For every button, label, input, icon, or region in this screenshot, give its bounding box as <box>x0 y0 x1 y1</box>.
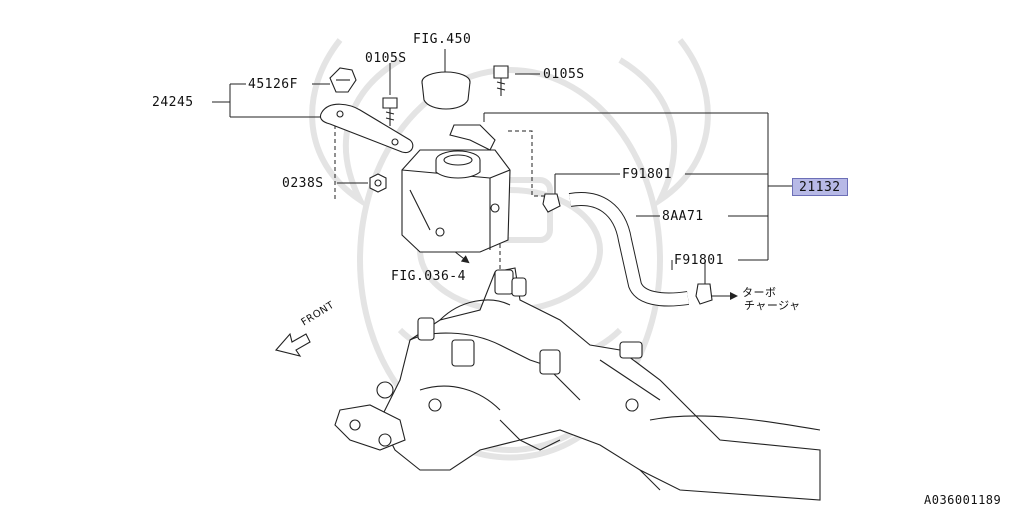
leader-lines <box>212 49 792 300</box>
doc-id: A036001189 <box>924 493 1002 507</box>
front-arrow-icon <box>274 332 311 357</box>
nut-part <box>369 173 387 193</box>
hose-clamp-bottom <box>695 283 713 305</box>
intake-manifold <box>334 267 821 501</box>
label-8aa71[interactable]: 8AA71 <box>662 209 704 224</box>
label-21132-highlighted[interactable]: 21132 <box>792 178 848 196</box>
parts-drawing <box>274 65 821 501</box>
label-fig-036-4[interactable]: FIG.036-4 <box>391 269 466 284</box>
label-f91801-bottom[interactable]: F91801 <box>674 253 724 268</box>
filler-cap <box>421 71 471 110</box>
label-0105s-left[interactable]: 0105S <box>365 51 407 66</box>
hose-clamp-top <box>542 193 561 213</box>
reservoir-tank <box>401 124 511 253</box>
label-0105s-right[interactable]: 0105S <box>543 67 585 82</box>
clip-part <box>329 67 357 93</box>
bolt-right <box>493 65 509 96</box>
bolt-left <box>382 97 398 126</box>
label-0238s[interactable]: 0238S <box>282 176 324 191</box>
label-turbo-line1: ターボ <box>742 286 777 299</box>
label-45126f[interactable]: 45126F <box>248 77 298 92</box>
label-fig-450[interactable]: FIG.450 <box>413 32 472 47</box>
label-f91801-top[interactable]: F91801 <box>622 167 672 182</box>
hose-8aa71 <box>568 192 689 307</box>
label-24245[interactable]: 24245 <box>152 95 194 110</box>
label-turbo-line2: チャージャ <box>744 299 801 312</box>
bracket-plate <box>319 103 414 154</box>
